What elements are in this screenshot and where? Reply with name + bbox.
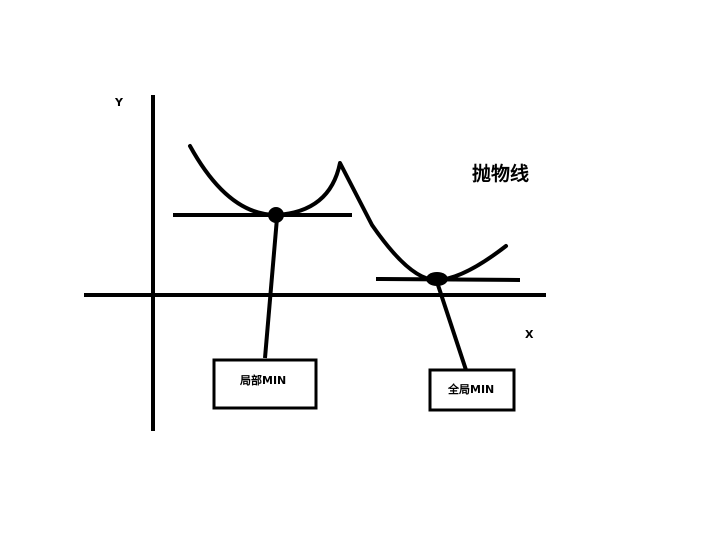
local-min-pointer <box>263 217 279 359</box>
x-axis-label: X <box>525 328 534 341</box>
global-min-tangent <box>375 277 521 282</box>
local-min-label: 局部MIN <box>239 373 286 387</box>
global-min-box <box>428 368 516 412</box>
y-axis-label: Y <box>114 96 124 109</box>
local-min-box <box>212 358 318 410</box>
global-min-label: 全局MIN <box>447 382 494 396</box>
global-min-pointer <box>435 281 468 371</box>
local-min-point <box>268 207 284 223</box>
diagram-title: 抛物线 <box>472 162 529 185</box>
global-min-point <box>426 272 448 286</box>
